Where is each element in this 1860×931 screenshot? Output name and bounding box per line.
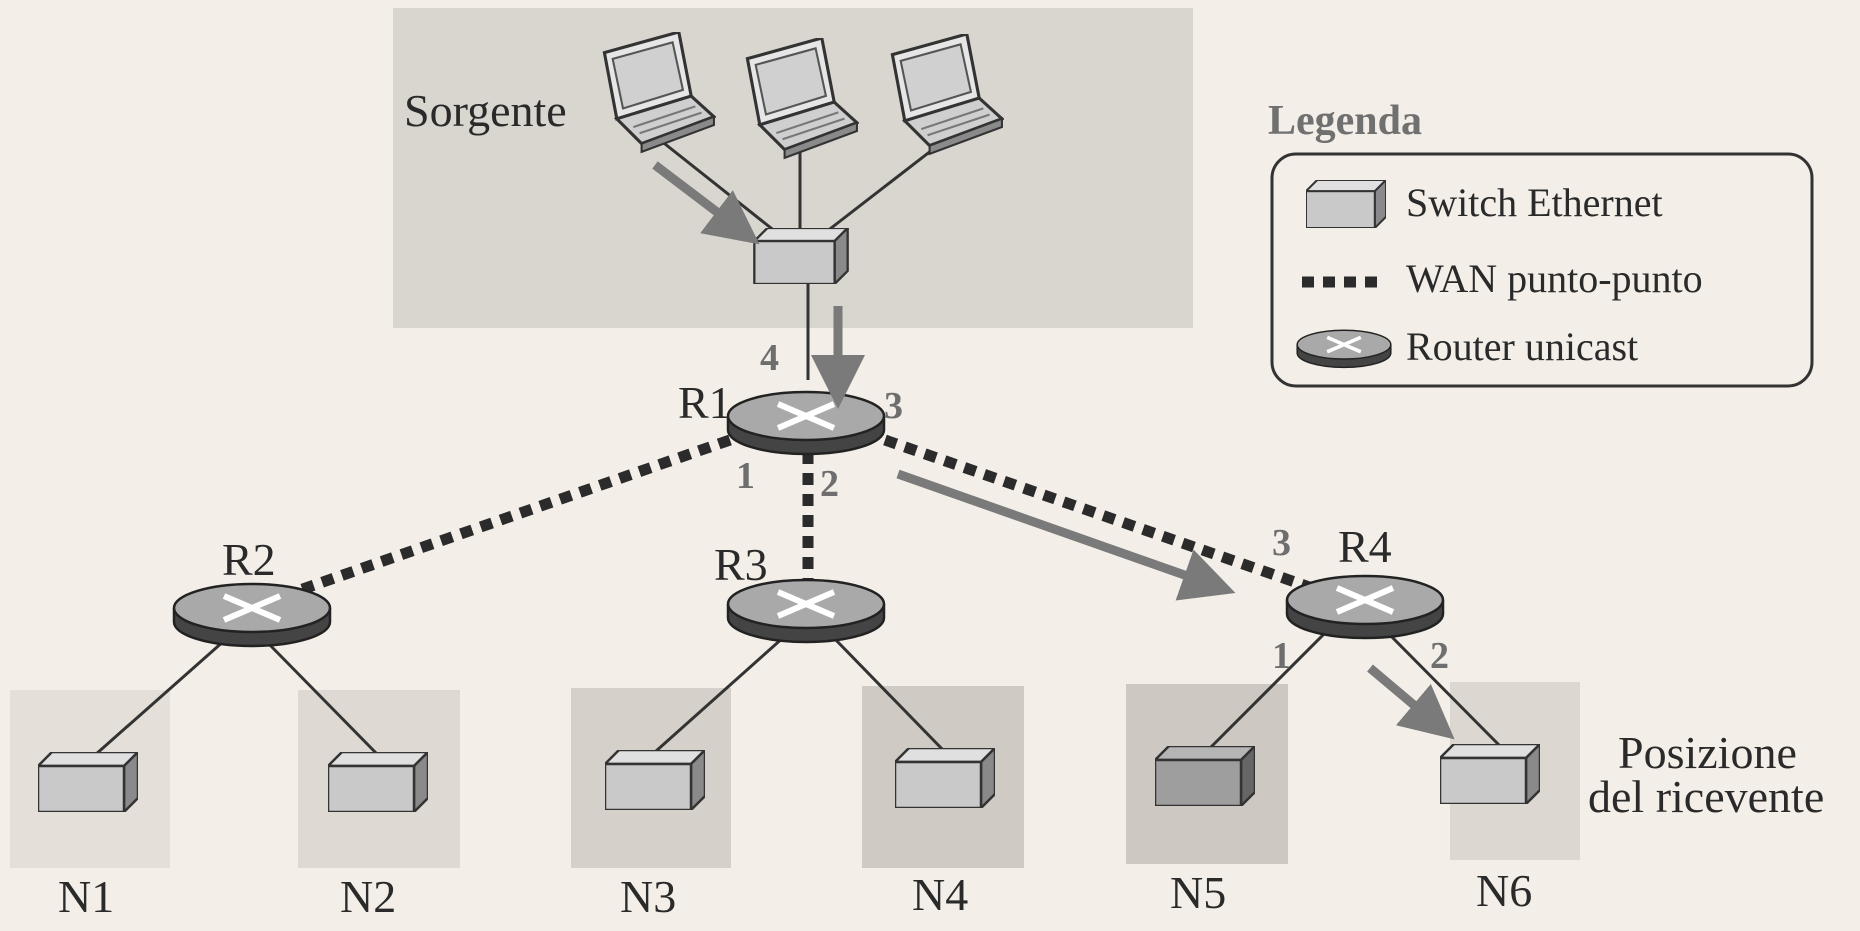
network-label-n2: N2	[340, 871, 396, 922]
r4-port-label: 1	[1272, 635, 1291, 677]
legend-item-wan: WAN punto-punto	[1406, 256, 1703, 301]
network-label-n3: N3	[620, 871, 676, 922]
flow-arrow-to-n6	[1367, 664, 1455, 740]
switch-n2-icon	[328, 752, 428, 812]
legend: Legenda Switch Ethernet WAN punto-punto …	[1268, 98, 1814, 388]
router-r4-icon	[1287, 576, 1443, 638]
r4-port-label: 3	[1272, 522, 1291, 564]
network-label-n5: N5	[1170, 867, 1226, 918]
receiver-label-line1: Posizione	[1618, 727, 1797, 778]
network-label-n4: N4	[912, 869, 968, 920]
r4-port-label: 2	[1430, 635, 1449, 677]
wan-link-r1-r2	[298, 434, 732, 596]
switch-n5-icon	[1155, 746, 1255, 806]
link-r3-n4	[830, 634, 947, 754]
switch-n3-icon	[605, 750, 705, 810]
link-r2-n2	[263, 638, 380, 757]
switch-n6-icon	[1440, 744, 1540, 804]
source-switch-icon	[753, 228, 849, 284]
source-label: Sorgente	[404, 85, 567, 136]
router-r2-label: R2	[222, 534, 276, 585]
link-laptop3-switch	[825, 138, 946, 234]
router-r4-label: R4	[1338, 521, 1392, 572]
r1-port-label: 4	[760, 337, 779, 379]
link-r2-n1	[94, 638, 226, 757]
router-r3-label: R3	[714, 539, 768, 590]
router-r2-icon	[174, 584, 330, 646]
switch-n1-icon	[38, 752, 138, 812]
r1-port-label: 3	[884, 385, 903, 427]
network-label-n1: N1	[58, 871, 114, 922]
r1-port-label: 1	[736, 455, 755, 497]
router-icon	[1296, 328, 1392, 370]
router-r1-icon	[728, 392, 884, 454]
router-r1-label: R1	[678, 377, 732, 428]
legend-item-router: Router unicast	[1406, 324, 1638, 369]
legend-title: Legenda	[1268, 98, 1422, 144]
receiver-label-line2: del ricevente	[1588, 771, 1824, 822]
switch-icon	[1306, 180, 1386, 228]
wan-link-r1-r4	[883, 434, 1320, 596]
flow-arrow-to-r4	[896, 469, 1236, 601]
link-r4-n5	[1206, 628, 1330, 752]
flow-arrow-source	[652, 161, 760, 245]
legend-item-switch: Switch Ethernet	[1406, 180, 1663, 225]
switch-n4-icon	[895, 748, 995, 808]
link-r3-n3	[654, 634, 786, 754]
legend-box	[1270, 152, 1814, 388]
network-label-n6: N6	[1476, 865, 1532, 916]
r1-port-label: 2	[820, 463, 839, 505]
